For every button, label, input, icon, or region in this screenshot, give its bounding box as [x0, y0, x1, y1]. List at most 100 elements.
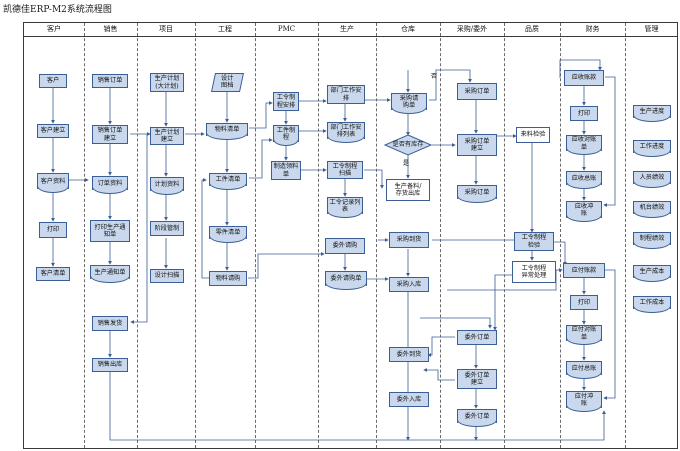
- lane-divider: [376, 23, 377, 448]
- node-outsourcing-inbound: 委外入库: [389, 392, 429, 407]
- node-bom: 物料清单: [206, 123, 248, 140]
- lane-divider: [318, 23, 319, 448]
- node-ar-writeoff-label: 应收冲 账: [574, 202, 594, 217]
- node-process-inspection: 工令制程 检验: [514, 232, 554, 251]
- node-outsourcing-requisition: 委外请购: [325, 238, 365, 254]
- connector: [249, 101, 273, 129]
- node-print-production-notice: 打印生产通 知单: [90, 220, 130, 242]
- node-production-plan-create: 生产计划 建立: [150, 127, 184, 145]
- node-purchase-order-create: 采购订单 建立: [457, 134, 497, 156]
- node-dept-work-schedule-list: 部门工作安 排列表: [327, 122, 365, 143]
- connector: [109, 370, 606, 441]
- node-production-notice-label: 生产通知单: [94, 268, 126, 276]
- node-manufacturing-picking: 制造领料 单: [271, 161, 301, 180]
- node-outsourcing-requisition-form-label: 委外请购单: [330, 275, 362, 283]
- node-outsourcing-arrival: 委外到货: [389, 347, 429, 362]
- connector: [559, 59, 602, 78]
- connector: [130, 134, 148, 324]
- node-workpiece-list: 工件清单: [209, 173, 247, 190]
- lane-header-production: 生产: [318, 23, 376, 37]
- node-plan-data-label: 计划资料: [154, 180, 180, 188]
- node-production-cost: 生产成本: [633, 265, 671, 282]
- node-outsourcing-order: 委外订单: [457, 330, 497, 345]
- connector: [493, 274, 520, 331]
- connector: [249, 138, 273, 179]
- label-no: 否: [430, 73, 438, 80]
- node-outsourcing-order-doc: 委外订单: [457, 409, 497, 427]
- node-sales-delivery: 销售发货: [92, 316, 128, 331]
- node-ap-ledger: 应付总账: [566, 361, 602, 379]
- node-work-order-routing-label: 工件制 程: [276, 126, 296, 141]
- node-work-cost-label: 工作成本: [639, 299, 665, 307]
- node-staff-performance: 人员绩效: [633, 171, 671, 188]
- node-purchase-order-doc: 采购订单: [457, 185, 497, 203]
- lane-divider: [195, 23, 196, 448]
- connector: [429, 69, 472, 101]
- node-production-progress: 生产进度: [633, 105, 671, 122]
- lane-header-pmc: PMC: [255, 23, 318, 37]
- lane-header-customer: 客户: [24, 23, 84, 37]
- node-ar-statement: 应收对账 单: [566, 135, 602, 155]
- connector: [603, 269, 616, 400]
- node-outsourcing-order-create: 委外订单 建立: [457, 369, 497, 389]
- node-ar-ledger-label: 应收总账: [571, 174, 597, 182]
- label-yes: 是: [402, 160, 410, 167]
- connector: [248, 252, 325, 279]
- node-purchase-order-doc-label: 采购订单: [464, 188, 490, 196]
- node-sales-order: 销售订单: [92, 74, 128, 88]
- node-accounts-receivable: 应收账款: [564, 70, 604, 86]
- node-ap-writeoff: 应付冲 账: [566, 391, 602, 412]
- lane-divider: [440, 23, 441, 448]
- node-ap-writeoff-label: 应付冲 账: [574, 392, 594, 407]
- node-ap-statement-label: 应付对账 单: [571, 326, 597, 341]
- node-purchase-inbound: 采购入库: [389, 277, 429, 292]
- node-production-notice: 生产通知单: [90, 265, 130, 283]
- node-order-data: 订单资料: [92, 176, 128, 194]
- lane-header-engineering: 工程: [195, 23, 255, 37]
- node-work-order-record-list: 工令记录列 表: [327, 197, 363, 218]
- node-purchase-order: 采购订单: [457, 83, 497, 100]
- node-workpiece-list-label: 工件清单: [215, 176, 241, 184]
- lane-header-sales: 销售: [84, 23, 137, 37]
- node-purchase-arrival: 采购到货: [389, 232, 429, 248]
- node-outsourcing-order-doc-label: 委外订单: [464, 412, 490, 420]
- node-plan-data: 计划资料: [150, 177, 184, 195]
- node-production-progress-label: 生产进度: [639, 108, 665, 116]
- lane-header-project: 项目: [137, 23, 195, 37]
- lane-header-management: 管理: [625, 23, 678, 37]
- node-incoming-inspection: 来料检验: [516, 127, 550, 143]
- node-customer-list: 客户清单: [36, 267, 70, 281]
- lane-divider: [84, 23, 85, 448]
- connector: [447, 268, 563, 291]
- node-print-ar: 打印: [570, 106, 598, 121]
- node-process-exception: 工令制程 异常处理: [512, 261, 556, 283]
- node-production-cost-label: 生产成本: [639, 268, 665, 276]
- node-design-scan: 设计扫描: [150, 269, 184, 283]
- node-work-cost: 工作成本: [633, 296, 671, 313]
- node-machine-performance-label: 机台绩效: [639, 204, 665, 212]
- connector: [603, 76, 616, 207]
- node-work-progress: 工作进度: [633, 140, 671, 157]
- node-customer-create: 客户建立: [37, 124, 69, 138]
- lane-divider: [560, 23, 561, 448]
- node-work-order-record-list-label: 工令记录列 表: [329, 198, 361, 213]
- node-purchase-requisition-label: 采购请 购单: [399, 94, 419, 109]
- node-design-drawings: 设计 图档: [210, 73, 245, 92]
- node-order-data-label: 订单资料: [97, 179, 123, 187]
- connector: [420, 317, 492, 329]
- connector: [427, 336, 455, 357]
- lane-divider: [504, 23, 505, 448]
- node-machine-performance: 机台绩效: [633, 201, 671, 218]
- node-print-ap: 打印: [570, 295, 598, 310]
- node-print-customer: 打印: [39, 222, 67, 238]
- connector: [201, 178, 209, 279]
- node-customer: 客户: [39, 74, 67, 88]
- page-title: 凯德佳ERP-M2系统流程图: [3, 5, 112, 15]
- lane-header-warehouse: 仓库: [376, 23, 440, 37]
- node-dept-work-schedule: 部门工作安 排: [327, 85, 365, 104]
- lane-header-quality: 品质: [504, 23, 560, 37]
- node-customer-data-label: 客户资料: [40, 177, 66, 185]
- decision-in-stock: 是否有库存: [392, 141, 424, 148]
- node-work-order-routing: 工件制 程: [273, 125, 299, 146]
- node-stage-control: 阶段管制: [150, 221, 184, 236]
